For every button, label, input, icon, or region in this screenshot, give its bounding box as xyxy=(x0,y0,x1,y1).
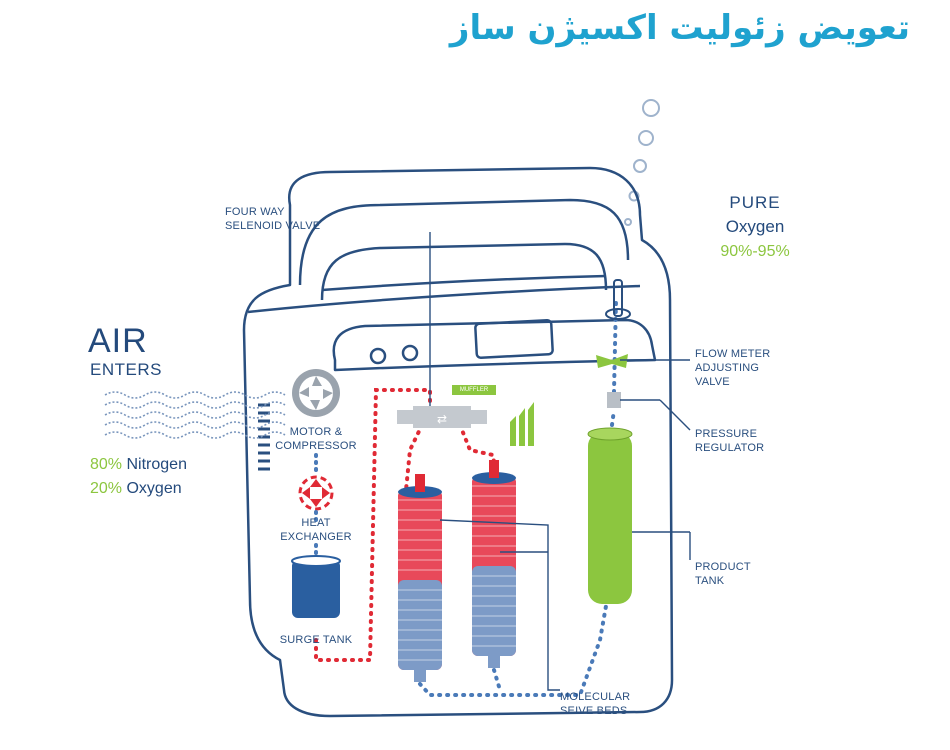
heat-exchanger-label: HEAT EXCHANGER xyxy=(280,517,352,543)
four-way-valve-icon: ⇄ xyxy=(397,406,487,428)
pressure-regulator-icon xyxy=(607,392,621,408)
oxygen-composition: 20% Oxygen xyxy=(90,480,182,497)
surge-tank-icon xyxy=(291,555,341,618)
device-body xyxy=(242,166,674,718)
muffler-label: MUFFLER xyxy=(452,385,496,395)
flow-meter-icon xyxy=(596,354,628,368)
air-title: AIR xyxy=(88,322,148,360)
sieve-bed-right xyxy=(472,460,516,668)
pressure-regulator-label: PRESSURE REGULATOR xyxy=(695,428,765,454)
sieve-bed-left xyxy=(398,474,442,682)
heat-exchanger-icon xyxy=(298,475,334,511)
air-subtitle: ENTERS xyxy=(90,360,162,379)
four-way-valve-label: FOUR WAY SELENOID VALVE xyxy=(225,206,321,232)
nitrogen-composition: 80% Nitrogen xyxy=(90,456,187,473)
output-purity: PURE Oxygen 90%-95% xyxy=(720,193,790,260)
product-tank-icon xyxy=(587,427,633,604)
intake-grille xyxy=(258,403,270,471)
bubbles-icon xyxy=(624,99,660,226)
surge-tank-label: SURGE TANK xyxy=(279,634,353,646)
page-title: تعویض زئولیت اکسیژن ساز xyxy=(449,8,910,48)
motor-compressor-label: MOTOR & COMPRESSOR xyxy=(275,426,357,452)
product-tank-label: PRODUCT TANK xyxy=(695,561,751,587)
svg-text:⇄: ⇄ xyxy=(437,412,447,426)
outlet-nozzle-icon xyxy=(605,279,631,320)
flow-meter-label: FLOW METER ADJUSTING VALVE xyxy=(695,348,771,388)
sieve-beds-label: MOLECULAR SEIVE BEDS xyxy=(560,691,631,717)
motor-compressor-icon xyxy=(292,369,340,417)
muffler-icon xyxy=(510,402,534,446)
air-waves xyxy=(104,391,286,439)
